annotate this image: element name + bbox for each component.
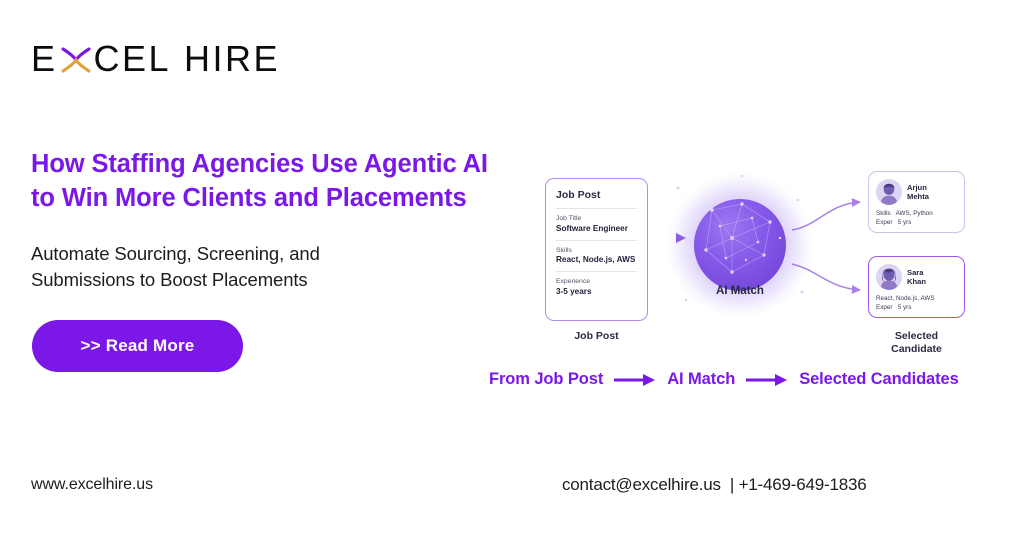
brand-letter-e: E <box>31 38 58 79</box>
job-skills-label: Skills <box>556 246 572 254</box>
job-post-card-title: Job Post <box>556 189 601 201</box>
footer-website[interactable]: www.excelhire.us <box>31 476 154 493</box>
job-skills-value: React, Node.js, AWS <box>556 255 636 264</box>
job-title-label: Job Title <box>556 215 582 222</box>
divider <box>556 208 637 209</box>
brand-logo-text: E CEL HIRE <box>31 38 280 80</box>
candidate-2-name: Sara Khan <box>907 268 926 287</box>
subheadline-line-1: Automate Sourcing, Screening, and <box>31 243 320 264</box>
flow-caption: From Job Post AI Match Selected Candidat… <box>489 370 959 389</box>
candidate-card-1: Arjun Mehta Skills AWS, Python Exper 5 y… <box>868 171 965 233</box>
divider <box>556 239 637 241</box>
selected-candidate-caption: Selected Candidate <box>860 330 973 356</box>
workflow-diagram: Job Post Job Title Software Engineer Ski… <box>480 160 1010 400</box>
job-title-value: Software Engineer <box>556 223 628 233</box>
selected-caption-line-2: Candidate <box>891 343 942 356</box>
headline-line-1: How Staffing Agencies Use Agentic AI <box>31 150 488 178</box>
avatar-icon <box>876 179 902 205</box>
avatar-icon <box>876 264 902 290</box>
subheadline-line-2: Submissions to Boost Placements <box>31 269 308 291</box>
sphere-glow <box>675 180 805 310</box>
brand-logo: E CEL HIRE <box>31 36 280 82</box>
headline: How Staffing Agencies Use Agentic AI to … <box>31 148 551 215</box>
job-post-card: Job Post Job Title Software Engineer Ski… <box>545 178 648 321</box>
candidate-2-last-name: Khan <box>907 277 926 286</box>
headline-line-2: to Win More Clients and Placements <box>31 183 467 212</box>
candidate-1-first-name: Arjun <box>907 182 927 192</box>
job-experience-label: Experience <box>556 278 591 285</box>
flow-step-3: Selected Candidates <box>799 370 959 388</box>
diagram-connectors <box>654 171 861 319</box>
job-post-caption: Job Post <box>574 330 619 342</box>
candidate-1-skills: Skills AWS, Python <box>876 210 933 217</box>
flow-arrow-icon <box>746 373 788 386</box>
footer-contact[interactable]: contact@excelhire.us | +1-469-649-1836 <box>562 475 867 494</box>
candidate-1-header: Arjun Mehta <box>876 179 957 205</box>
ai-match-caption: AI Match <box>716 285 764 297</box>
flow-arrow-icon <box>614 373 656 386</box>
read-more-button[interactable]: >> Read More <box>32 320 243 372</box>
candidate-1-last-name: Mehta <box>907 192 929 201</box>
brand-word-cel: CEL <box>93 38 172 79</box>
subheadline: Automate Sourcing, Screening, and Submis… <box>31 241 421 294</box>
candidate-2-first-name: Sara <box>907 267 924 277</box>
candidate-card-2: Sara Khan React, Node.js, AWS Exper 5 yr… <box>868 256 965 318</box>
ai-match-sphere <box>675 180 805 310</box>
flow-step-2: AI Match <box>667 370 736 388</box>
candidate-2-header: Sara Khan <box>876 264 957 290</box>
candidate-2-experience: Exper 5 yrs <box>876 304 912 312</box>
flow-step-1: From Job Post <box>489 370 604 388</box>
candidate-1-name: Arjun Mehta <box>907 183 929 202</box>
brand-x-icon <box>59 43 93 77</box>
job-experience-value: 3-5 years <box>556 286 592 296</box>
divider <box>556 271 637 272</box>
brand-word-hire: HIRE <box>184 38 281 79</box>
candidate-2-skills: React, Node.js, AWS <box>876 295 935 302</box>
candidate-1-experience: Exper 5 yrs <box>876 219 912 227</box>
selected-caption-line-1: Selected <box>894 330 939 342</box>
